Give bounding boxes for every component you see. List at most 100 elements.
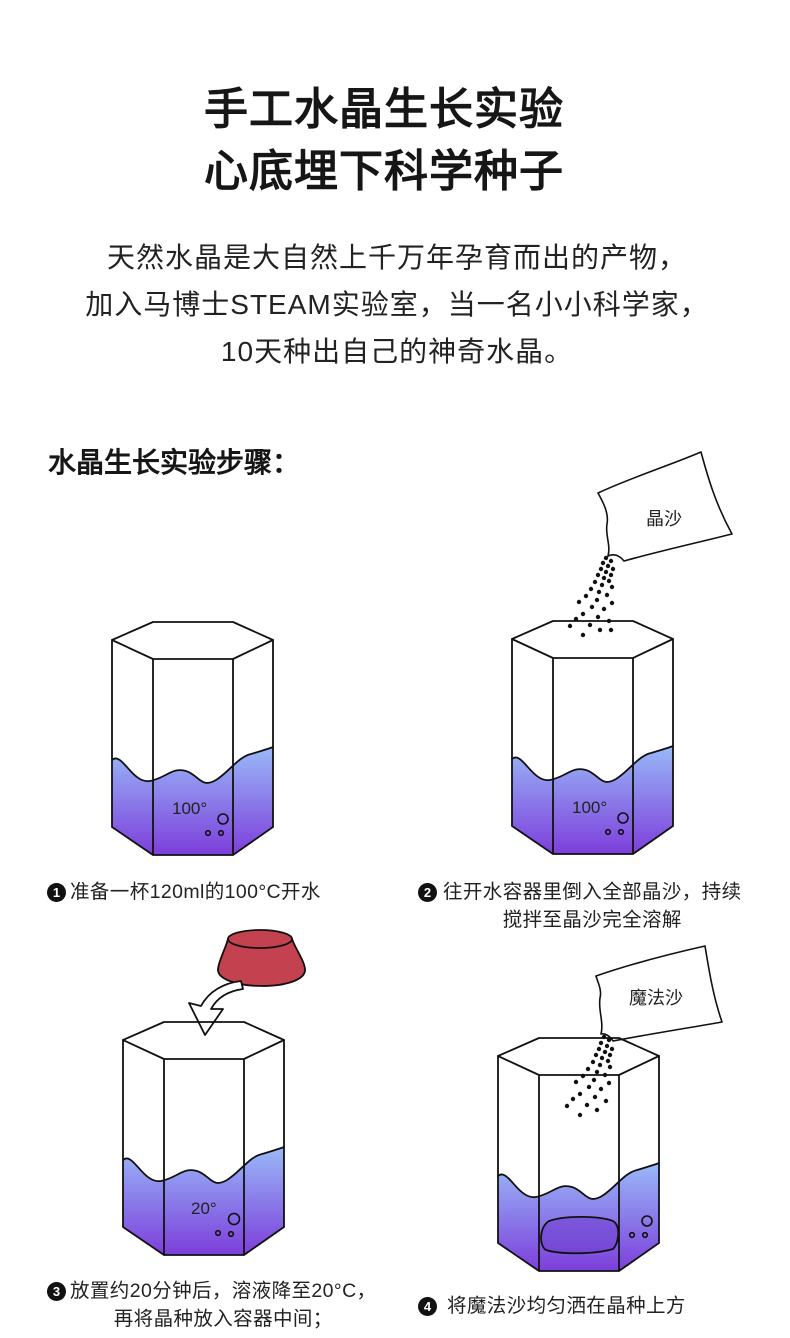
temperature-label: 100° [172, 799, 207, 818]
sand-grain [604, 592, 610, 598]
caption-line: 放置约20分钟后，溶液降至20°C， [70, 1280, 377, 1302]
sand-grain [600, 560, 606, 566]
step-number-badge: 3 [47, 1282, 66, 1301]
bubble [604, 828, 612, 836]
caption-line: 将魔法沙均匀洒在晶种上方 [447, 1295, 686, 1317]
step-3-illustration: 20° [122, 929, 306, 1256]
magic-sand-packet-group: 魔法沙 [595, 945, 723, 1042]
sand-grain [592, 579, 598, 585]
sand-grain [570, 1096, 576, 1102]
sand-grain [595, 572, 601, 578]
sand-grain [605, 563, 611, 569]
title-line-1: 手工水晶生长实验 [204, 85, 564, 134]
step-1-text: 准备一杯120ml的100°C开水 [70, 879, 321, 907]
sand-grain [599, 582, 605, 588]
crystal-seed [217, 929, 306, 987]
sand-grain [610, 566, 616, 572]
sand-grain [590, 1059, 596, 1065]
crystal-seed-in-solution [540, 1215, 620, 1255]
sand-grain [577, 1091, 583, 1097]
sand-grain [594, 597, 600, 603]
sand-grain [608, 627, 614, 633]
water-surface [497, 1162, 660, 1200]
step-2-caption: 2 往开水容器里倒入全部晶沙，持续 搅拌至晶沙完全溶解 [418, 879, 742, 934]
sand-grain [577, 1112, 583, 1118]
sand-grain [607, 1052, 613, 1058]
glass-edges [111, 639, 274, 856]
hexagonal-glass [497, 1037, 660, 1272]
sand-grain [595, 614, 601, 620]
step-2-illustration: 晶沙 100° [511, 451, 733, 855]
step-4-caption: 4 将魔法沙均匀洒在晶种上方 [418, 1293, 686, 1321]
bubble [641, 1231, 649, 1239]
sand-grain [567, 623, 573, 629]
bubble [628, 1231, 636, 1239]
sand-grain [580, 632, 586, 638]
magic-sand-stream [564, 1034, 615, 1118]
crystal-seed-body [217, 938, 306, 987]
sand-grain [597, 1062, 603, 1068]
steps-heading: 水晶生长实验步骤： [48, 447, 301, 478]
glass-edges [511, 638, 674, 855]
sand-grain [585, 1066, 591, 1072]
sand-grain [580, 611, 586, 617]
sand-grain [609, 600, 615, 606]
step-1-illustration: 100° [111, 621, 274, 856]
sand-grain [609, 584, 615, 590]
sand-packet-group: 晶沙 [597, 451, 733, 562]
sand-grain [603, 1098, 609, 1104]
caption-line: 搅拌至晶沙完全溶解 [502, 908, 682, 931]
glass-rim [511, 620, 674, 659]
hexagonal-glass: 100° [511, 620, 674, 855]
step-3-caption: 3 放置约20分钟后，溶液降至20°C， 再将晶种放入容器中间； [47, 1278, 376, 1333]
page-title: 手工水晶生长实验 心底埋下科学种子 [0, 79, 768, 203]
sand-grain [602, 1049, 608, 1055]
bubble [214, 1229, 222, 1237]
sand-grain [609, 1046, 615, 1052]
hexagonal-glass [111, 621, 274, 856]
title-line-2: 心底埋下科学种子 [204, 147, 564, 196]
bubble [641, 1215, 653, 1227]
step-1-caption: 1 准备一杯120ml的100°C开水 [47, 879, 321, 907]
caption-line: 准备一杯120ml的100°C开水 [70, 881, 321, 903]
intro-line-3: 10天种出自己的神奇水晶。 [220, 336, 574, 367]
step-number-badge: 1 [47, 883, 66, 902]
bubble [217, 813, 229, 825]
sand-grain [601, 575, 607, 581]
water-surface [111, 746, 274, 784]
step-4-text: 将魔法沙均匀洒在晶种上方 [447, 1293, 686, 1321]
crystal-seed-top [227, 929, 293, 949]
sand-grain [594, 1107, 600, 1113]
sand-grain [583, 593, 589, 599]
bubble [227, 1212, 241, 1226]
bubble [217, 829, 225, 837]
curved-arrow-icon [188, 980, 244, 1036]
hexagonal-glass: 20° [122, 1021, 285, 1256]
sand-grain [586, 1084, 592, 1090]
magic-sand-packet [595, 945, 723, 1042]
temperature-label: 100° [572, 798, 607, 817]
caption-line: 再将晶种放入容器中间； [113, 1307, 333, 1330]
intro-line-1: 天然水晶是大自然上千万年孕育而出的产物， [106, 242, 687, 273]
sand-grain [593, 1052, 599, 1058]
sand-grain [604, 1043, 610, 1049]
sand-packet [597, 451, 733, 562]
sand-grain [607, 1064, 613, 1070]
sand-grain [598, 1086, 604, 1092]
sand-grain [608, 572, 614, 578]
water-surface [511, 745, 674, 783]
bubble [617, 828, 625, 836]
sand-grain [598, 566, 604, 572]
sand-grain [589, 604, 595, 610]
sand-grain [597, 627, 603, 633]
sand-grain [603, 555, 609, 561]
temperature-label: 20° [191, 1199, 217, 1218]
intro-paragraph: 天然水晶是大自然上千万年孕育而出的产物， 加入马博士STEAM实验室，当一名小小… [4, 234, 790, 375]
sand-grain [591, 1077, 597, 1083]
sand-grain [587, 622, 593, 628]
sand-grain [594, 1069, 600, 1075]
step-3-text: 放置约20分钟后，溶液降至20°C， 再将晶种放入容器中间； [70, 1278, 376, 1333]
bubble [204, 829, 212, 837]
sand-grain [573, 1079, 579, 1085]
